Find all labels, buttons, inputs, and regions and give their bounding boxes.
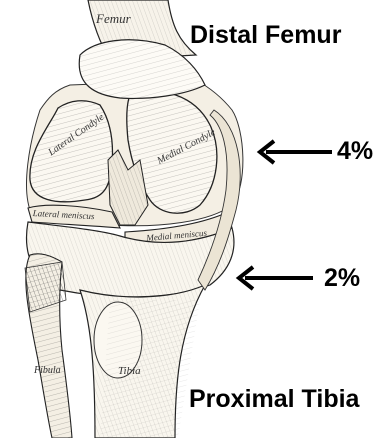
femur-engraved-label: Femur xyxy=(96,12,131,25)
lower-percentage-label: 2% xyxy=(324,266,360,291)
upper-percentage-label: 4% xyxy=(337,139,373,164)
tibia-engraved-label: Tibia xyxy=(118,366,141,377)
distal-femur-label: Distal Femur xyxy=(190,23,341,48)
upper-left-arrow-icon xyxy=(256,138,334,166)
fibula-engraved-label: Fibula xyxy=(34,366,61,376)
lower-left-arrow-icon xyxy=(235,264,315,292)
proximal-tibia-label: Proximal Tibia xyxy=(189,387,359,412)
